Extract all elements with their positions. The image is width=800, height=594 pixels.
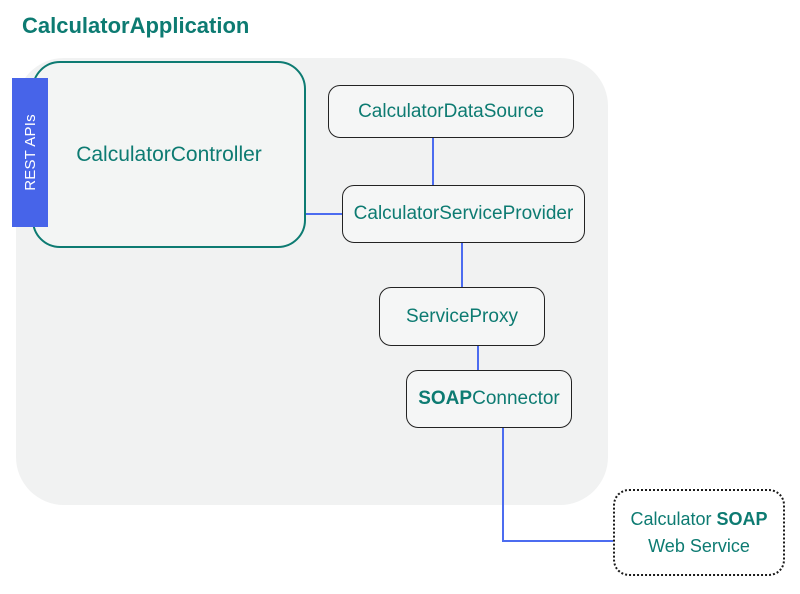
node-soap-connector: SOAPConnector <box>406 370 572 428</box>
node-calculator-data-source: CalculatorDataSource <box>328 85 574 138</box>
web-service-label-line2: Web Service <box>648 535 750 556</box>
node-calculator-service-provider-label: CalculatorServiceProvider <box>353 203 574 224</box>
rest-apis-badge-label: REST APIs <box>21 114 39 191</box>
edge-datasource-to-serviceprovider <box>432 138 434 185</box>
node-calculator-data-source-label: CalculatorDataSource <box>358 100 544 122</box>
edge-serviceprovider-to-serviceproxy <box>461 243 463 287</box>
node-calculator-controller: CalculatorController <box>32 61 306 248</box>
web-service-label-line1: Calculator <box>630 509 717 530</box>
edge-soapconnector-to-webservice-vertical <box>502 428 504 542</box>
edge-controller-to-serviceprovider <box>306 213 342 215</box>
node-calculator-soap-web-service-label: Calculator SOAP Web Service <box>630 506 767 558</box>
node-calculator-soap-web-service: Calculator SOAP Web Service <box>613 489 785 576</box>
rest-apis-badge: REST APIs <box>12 78 48 227</box>
node-service-proxy: ServiceProxy <box>379 287 545 346</box>
node-calculator-service-provider: CalculatorServiceProvider <box>342 185 585 243</box>
node-calculator-controller-label: CalculatorController <box>76 142 262 166</box>
node-soap-connector-label-rest: Connector <box>472 388 560 409</box>
web-service-label-line1-bold: SOAP <box>716 509 768 530</box>
diagram-title: CalculatorApplication <box>22 13 250 38</box>
node-soap-connector-label: SOAPConnector <box>418 388 560 410</box>
node-service-proxy-label: ServiceProxy <box>406 305 518 327</box>
node-soap-connector-label-bold: SOAP <box>418 388 473 409</box>
edge-soapconnector-to-webservice-horizontal <box>502 540 613 542</box>
edge-serviceproxy-to-soapconnector <box>477 346 479 370</box>
